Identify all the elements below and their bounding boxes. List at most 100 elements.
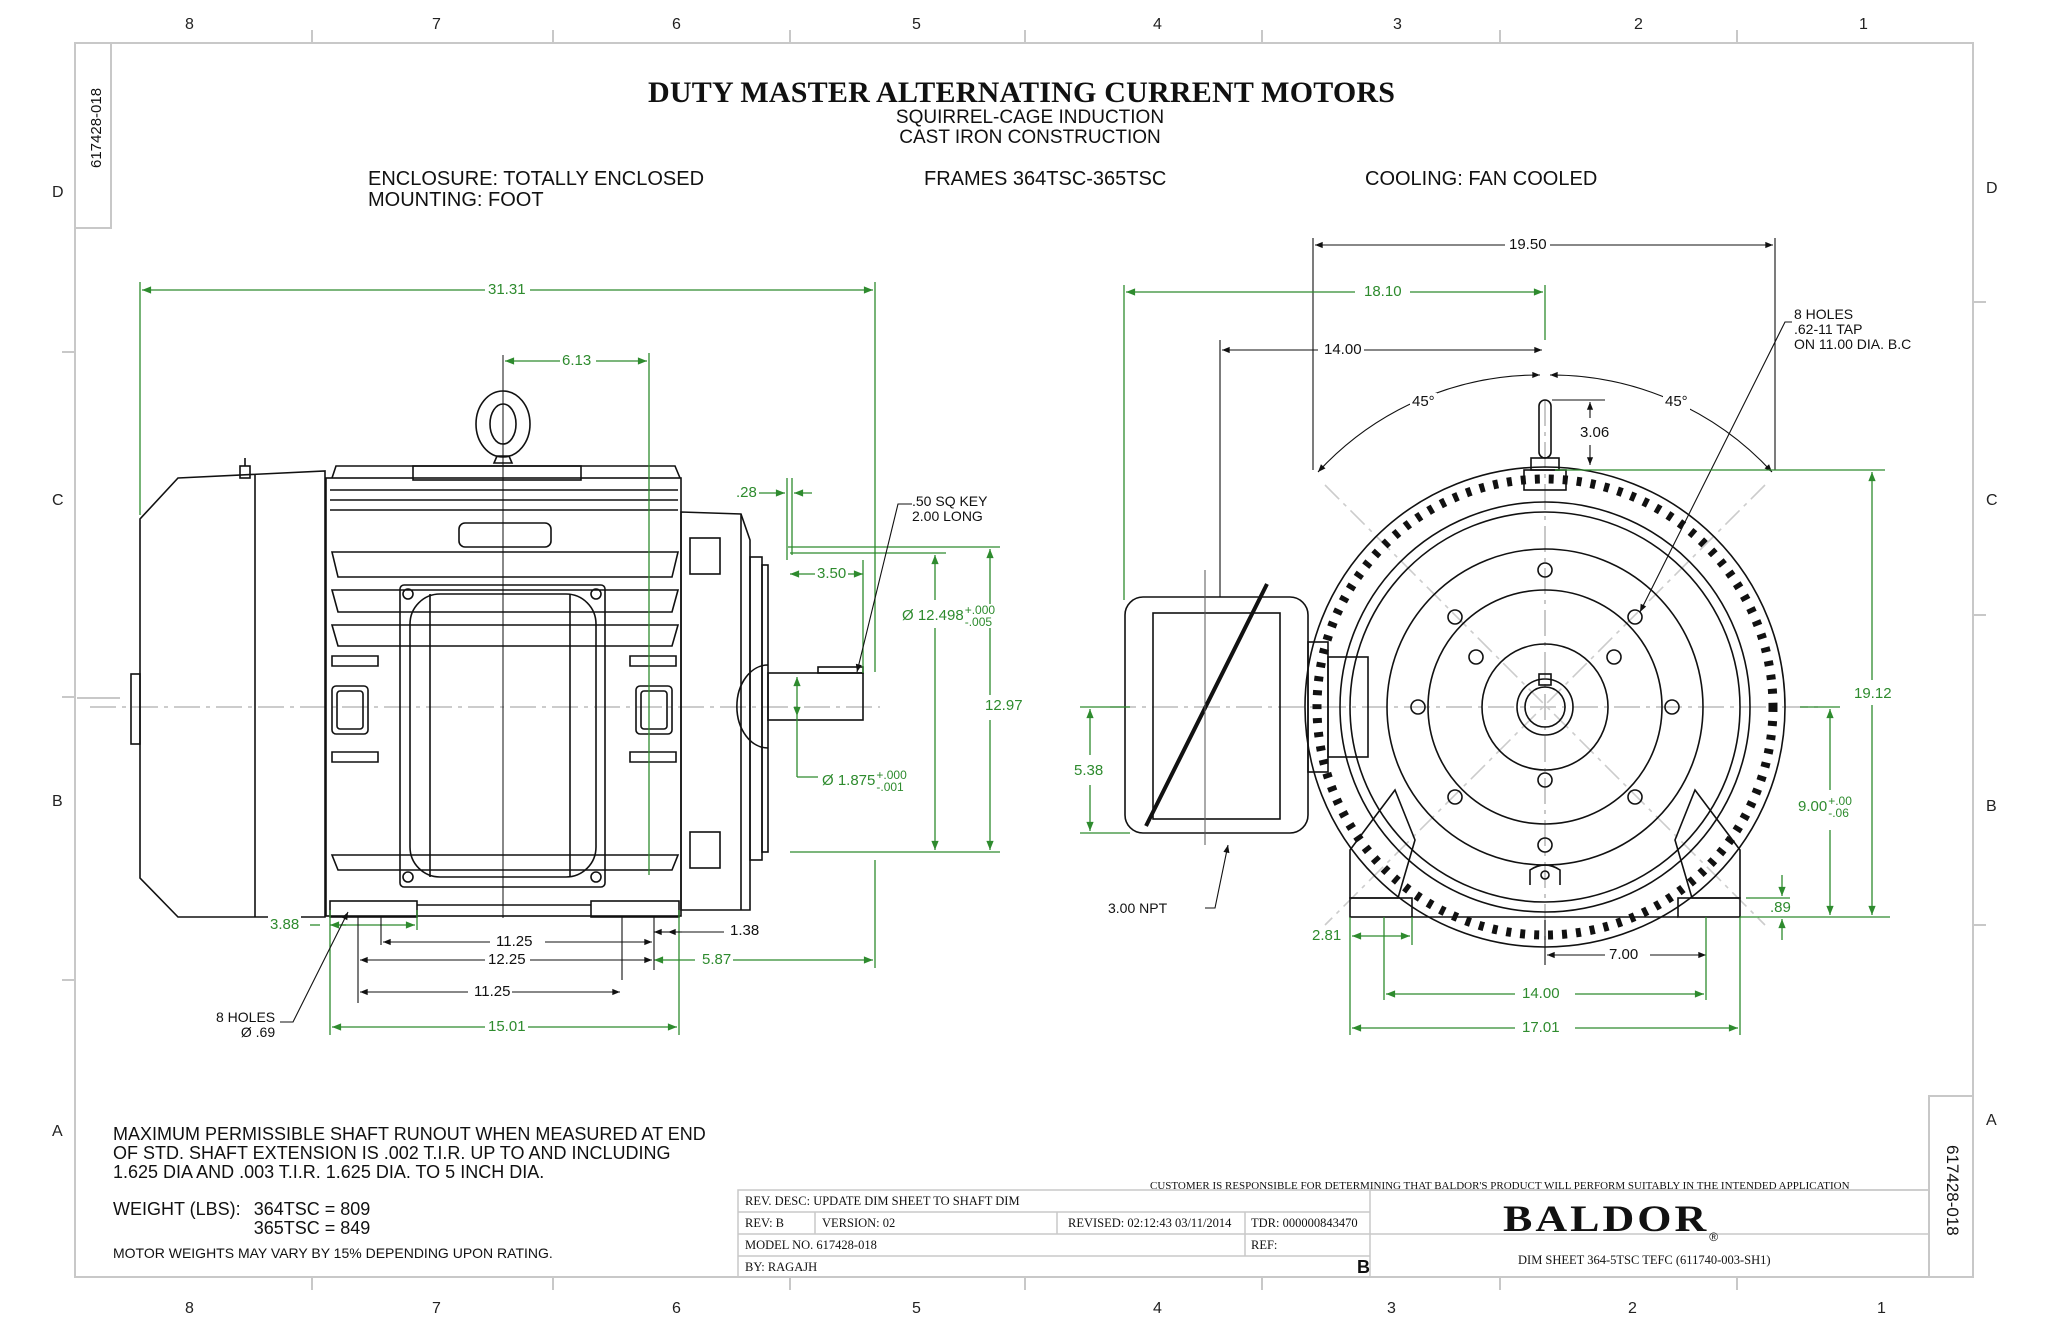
holes-diameter: Ø .69 bbox=[240, 1024, 276, 1040]
dim-pilot-diameter: Ø 12.498+.000-.005 bbox=[900, 604, 998, 628]
grid-col-bottom: 6 bbox=[672, 1300, 681, 1317]
rev-field: REV: B bbox=[745, 1216, 785, 1230]
side-view-motor bbox=[90, 355, 880, 918]
sheet-border bbox=[62, 30, 1986, 1290]
tap-size: .62-11 TAP bbox=[1794, 321, 1863, 337]
mounting-label: MOUNTING: FOOT bbox=[368, 189, 544, 211]
grid-col-bottom: 3 bbox=[1387, 1300, 1396, 1317]
dim-face-height: 12.97 bbox=[983, 697, 1025, 714]
shaft-height-tol-plus: +.00 bbox=[1828, 794, 1852, 808]
grid-col-bottom: 7 bbox=[432, 1300, 441, 1317]
dim-shaft-diameter: Ø 1.875+.000-.001 bbox=[820, 769, 909, 793]
shaft-tol-plus: +.000 bbox=[876, 768, 907, 782]
tap-holes-note: 8 HOLES .62-11 TAP ON 11.00 DIA. B.C bbox=[1794, 307, 1911, 352]
dim-foot-thickness: .89 bbox=[1768, 899, 1793, 916]
grid-row-right: C bbox=[1986, 492, 1998, 509]
grid-col-top: 2 bbox=[1634, 16, 1643, 33]
runout-line-1: MAXIMUM PERMISSIBLE SHAFT RUNOUT WHEN ME… bbox=[113, 1124, 706, 1144]
subtitle-cast-iron: CAST IRON CONSTRUCTION bbox=[899, 127, 1161, 148]
shaft-tol-minus: -.001 bbox=[876, 780, 904, 794]
grid-col-bottom: 1 bbox=[1877, 1300, 1886, 1317]
grid-col-bottom: 8 bbox=[185, 1300, 194, 1317]
runout-line-3: 1.625 DIA AND .003 T.I.R. 1.625 DIA. TO … bbox=[113, 1162, 545, 1182]
shaft-height-tolerance: +.00-.06 bbox=[1828, 795, 1852, 819]
dim-bolt-span: 14.00 bbox=[1520, 985, 1562, 1002]
sheet-description: DIM SHEET 364-5TSC TEFC (611740-003-SH1) bbox=[1518, 1253, 1771, 1267]
side-view-dimensions-black bbox=[280, 503, 912, 1023]
holes-count: 8 HOLES bbox=[216, 1009, 276, 1025]
dim-eyebolt-height: 3.06 bbox=[1578, 424, 1612, 441]
runout-line-2: OF STD. SHAFT EXTENSION IS .002 T.I.R. U… bbox=[113, 1143, 671, 1163]
dim-foot-span-c: 11.25 bbox=[472, 983, 513, 1000]
ref-field: REF: bbox=[1251, 1238, 1278, 1252]
tap-bolt-circle: ON 11.00 DIA. B.C bbox=[1794, 336, 1912, 352]
weight-note: WEIGHT (LBS): 364TSC = 809 365TSC = 849 bbox=[113, 1200, 370, 1238]
pilot-tol-minus: -.005 bbox=[964, 615, 993, 629]
grid-row-left: C bbox=[52, 492, 64, 509]
dim-box-to-center: 14.00 bbox=[1322, 341, 1364, 358]
dim-foot-span-a: 11.25 bbox=[494, 933, 535, 950]
end-view-dimensions-black bbox=[1205, 238, 1792, 965]
weight-variance-note: MOTOR WEIGHTS MAY VARY BY 15% DEPENDING … bbox=[113, 1245, 553, 1261]
bolt-holes bbox=[1410, 562, 1680, 853]
grid-row-left: D bbox=[52, 184, 64, 201]
shaft-height-value: 9.00 bbox=[1798, 797, 1828, 815]
title-block-lines bbox=[737, 1189, 1930, 1278]
subtitle-induction: SQUIRREL-CAGE INDUCTION bbox=[895, 107, 1165, 128]
angle-left: 45° bbox=[1410, 393, 1437, 410]
shaft-diameter-value: Ø 1.875 bbox=[822, 771, 876, 789]
tap-count: 8 HOLES bbox=[1794, 306, 1854, 322]
cooling-label: COOLING: FAN COOLED bbox=[1365, 168, 1598, 190]
dim-eyebolt-offset: 6.13 bbox=[560, 352, 594, 369]
baldor-logo: BALDOR® bbox=[1503, 1193, 1718, 1244]
weight-label: WEIGHT (LBS): bbox=[113, 1199, 241, 1219]
sheet-size-letter: B bbox=[1357, 1257, 1370, 1277]
subtitle-construction: SQUIRREL-CAGE INDUCTION CAST IRON CONSTR… bbox=[880, 108, 1180, 148]
grid-row-left: B bbox=[52, 793, 63, 810]
dim-foot-length: 15.01 bbox=[486, 1018, 528, 1035]
drawing-number-corner: 617428-018 bbox=[1943, 1145, 1962, 1236]
disclaimer: CUSTOMER IS RESPONSIBLE FOR DETERMINING … bbox=[1150, 1180, 1850, 1192]
side-view-dimensions bbox=[139, 282, 1000, 1035]
grid-row-right: A bbox=[1986, 1112, 1997, 1129]
dim-conduit-to-center: 18.10 bbox=[1362, 283, 1404, 300]
dim-conduit-height: 5.38 bbox=[1072, 762, 1106, 779]
model-number-field: MODEL NO. 617428-018 bbox=[745, 1238, 877, 1252]
dim-foot-offset: 3.88 bbox=[268, 916, 302, 933]
key-note: .50 SQ KEY 2.00 LONG bbox=[912, 494, 987, 524]
dim-flange-gap: .28 bbox=[734, 484, 759, 501]
brand-name: BALDOR bbox=[1503, 1197, 1710, 1240]
mounting-holes-note: 8 HOLES Ø .69 bbox=[216, 1010, 275, 1040]
revised-field: REVISED: 02:12:43 03/11/2014 bbox=[1068, 1216, 1232, 1230]
dim-foot-width: 2.81 bbox=[1310, 927, 1344, 944]
dim-overall-height: 19.12 bbox=[1852, 685, 1894, 702]
grid-col-bottom: 2 bbox=[1628, 1300, 1637, 1317]
key-length: 2.00 LONG bbox=[912, 508, 983, 524]
frames-label: FRAMES 364TSC-365TSC bbox=[924, 168, 1167, 190]
grid-col-top: 7 bbox=[432, 16, 441, 33]
key-size: .50 SQ KEY bbox=[912, 493, 988, 509]
grid-col-top: 5 bbox=[912, 16, 921, 33]
registered-mark: ® bbox=[1709, 1230, 1719, 1244]
angle-right: 45° bbox=[1663, 393, 1690, 410]
pilot-tolerance: +.000-.005 bbox=[965, 604, 995, 628]
enclosure-mounting: ENCLOSURE: TOTALLY ENCLOSED MOUNTING: FO… bbox=[368, 169, 704, 211]
dim-foot-end-gap: 1.38 bbox=[728, 922, 762, 939]
dim-shaft-height: 9.00+.00-.06 bbox=[1796, 795, 1854, 819]
grid-col-top: 6 bbox=[672, 16, 681, 33]
by-field: BY: RAGAJH bbox=[745, 1260, 818, 1274]
dim-base-width: 17.01 bbox=[1520, 1019, 1562, 1036]
grid-col-top: 8 bbox=[185, 16, 194, 33]
end-view-dimensions-green bbox=[1080, 285, 1890, 1035]
grid-row-left: A bbox=[52, 1123, 63, 1140]
grid-col-top: 3 bbox=[1393, 16, 1402, 33]
sheet-title: DUTY MASTER ALTERNATING CURRENT MOTORS bbox=[648, 76, 1396, 109]
grid-col-bottom: 4 bbox=[1153, 1300, 1162, 1317]
dim-shaft-extension: 3.50 bbox=[815, 565, 849, 582]
shaft-tolerance: +.000-.001 bbox=[876, 769, 906, 793]
npt-note: 3.00 NPT bbox=[1108, 900, 1168, 916]
rev-description: REV. DESC: UPDATE DIM SHEET TO SHAFT DIM bbox=[745, 1194, 1020, 1208]
version-field: VERSION: 02 bbox=[822, 1216, 896, 1230]
dim-overall-width: 19.50 bbox=[1507, 236, 1549, 253]
